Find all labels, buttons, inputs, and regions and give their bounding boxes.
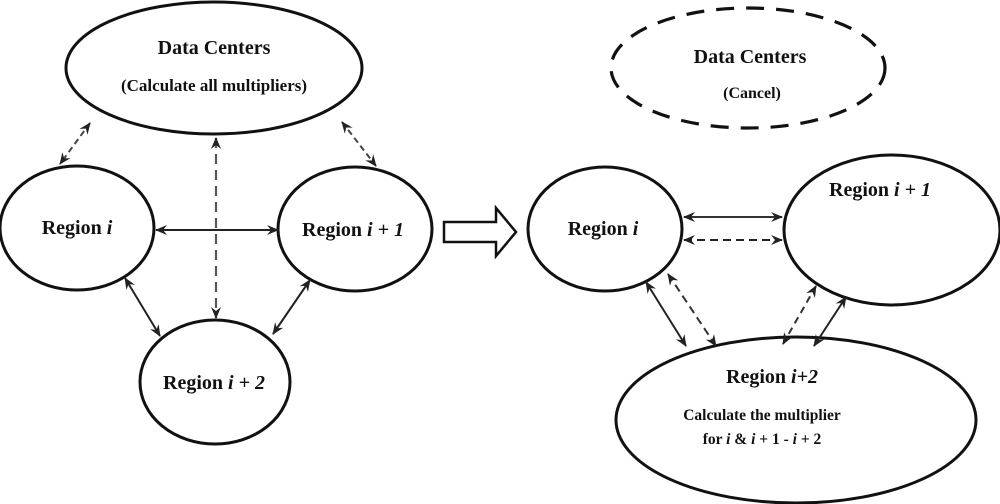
label-var: i — [367, 219, 373, 241]
label-prefix: Region — [726, 366, 791, 388]
desc-part: for — [703, 431, 726, 448]
left-data-centers-title: Data Centers — [158, 37, 271, 59]
label-prefix: Region — [829, 179, 894, 201]
right-edge-region-i-region-i2-solid — [645, 281, 687, 347]
right-edge-region-i1-region-i2-dashed — [782, 285, 817, 345]
right-region-i2-label: Region i+2 — [726, 366, 818, 388]
right-region-i2-desc-line2: for i & i + 1 - i + 2 — [703, 431, 822, 448]
right-region-i2-desc-line1: Calculate the multiplier — [683, 407, 841, 424]
label-var: i — [894, 179, 900, 201]
desc-part: + 2 — [797, 431, 822, 448]
left-region-i2-node — [138, 318, 292, 446]
desc-var: i — [726, 431, 731, 448]
left-data-centers-subtitle: (Calculate all multipliers) — [121, 76, 307, 95]
right-region-i1-node — [782, 153, 1000, 307]
right-edge-region-i-region-i2-dashed — [667, 273, 717, 347]
left-edge-region-i-region-i2 — [124, 277, 161, 337]
right-hollow-arrow-icon — [442, 204, 518, 260]
right-edge-region-i1-region-i2-solid — [813, 296, 847, 347]
label-suffix: + 1 — [900, 179, 931, 201]
right-region-i1-label: Region i + 1 — [829, 179, 931, 201]
label-suffix: + 1 — [373, 219, 404, 241]
desc-part: + 1 - — [755, 431, 792, 448]
left-edge-dc-region-i1 — [341, 121, 377, 167]
left-edge-dc-region-i — [59, 122, 91, 165]
label-prefix: Region — [302, 219, 367, 241]
right-region-i-label: Region i — [568, 218, 639, 240]
label-var: i — [633, 218, 639, 240]
right-data-centers-title: Data Centers — [694, 46, 807, 68]
label-var: i — [791, 366, 797, 388]
label-prefix: Region — [163, 372, 228, 394]
desc-var: i — [793, 431, 798, 448]
right-region-i-node — [526, 165, 684, 293]
right-data-centers-node — [609, 6, 887, 130]
desc-part: & — [730, 431, 751, 448]
label-suffix: +2 — [797, 366, 818, 388]
left-region-i-node — [0, 164, 156, 292]
left-region-i-label: Region i — [42, 217, 113, 239]
label-prefix: Region — [568, 218, 633, 240]
label-var: i — [107, 217, 113, 239]
left-region-i2-label: Region i + 2 — [163, 372, 265, 394]
label-var: i — [228, 372, 234, 394]
left-region-i1-label: Region i + 1 — [302, 219, 404, 241]
desc-var: i — [751, 431, 756, 448]
left-edge-region-i1-region-i2 — [272, 279, 311, 335]
right-data-centers-subtitle: (Cancel) — [723, 85, 781, 102]
label-prefix: Region — [42, 217, 107, 239]
left-data-centers-node — [64, 0, 364, 136]
label-suffix: + 2 — [234, 372, 265, 394]
